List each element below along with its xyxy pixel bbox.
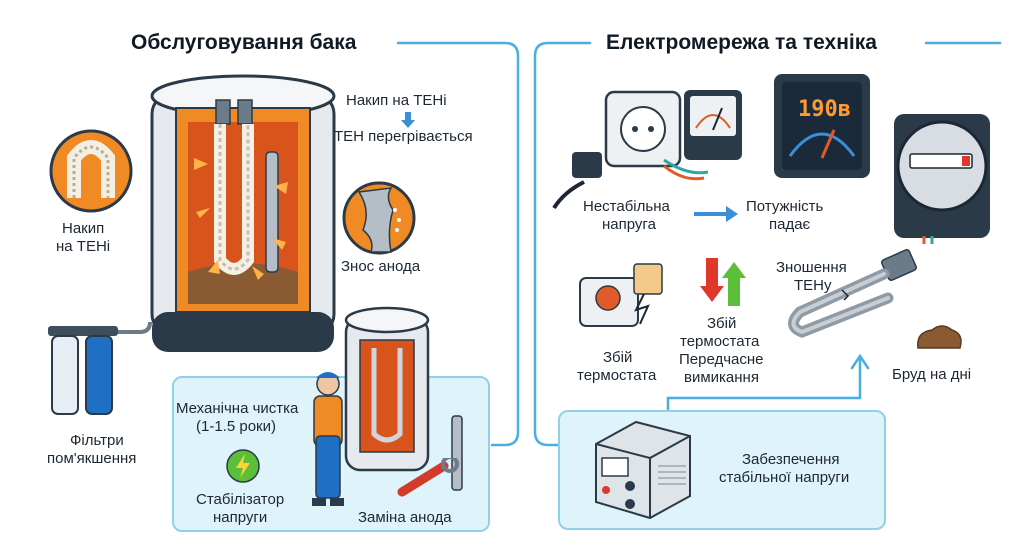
wrench-icon — [397, 458, 459, 497]
voltage-display-icon — [774, 74, 870, 178]
stabilizer-label-line2: напруги — [213, 509, 268, 526]
sediment-icon — [917, 325, 962, 349]
electric-meter-icon — [894, 114, 990, 244]
down-arrow-icon — [401, 112, 415, 128]
sediment-label: Бруд на дні — [892, 366, 972, 383]
element-overheats-label: ТЕН перегрівається — [334, 128, 473, 145]
small-boiler-illustration — [344, 306, 430, 472]
power-drops-label-line1: Потужність — [746, 198, 824, 215]
element-wear-label-line1: Зношення — [776, 259, 847, 276]
socket-and-plug-icon — [552, 90, 742, 210]
power-drops-label-line2: падає — [769, 216, 811, 233]
mechanical-cleaning-label-line1: Механічна чистка — [176, 400, 299, 417]
premature-shutdown-label-line1: Передчасне — [679, 351, 764, 368]
arrow-right-icon — [694, 206, 738, 222]
right-section-title: Електромережа та техніка — [606, 31, 877, 54]
thermostat-icon — [579, 263, 663, 327]
voltage-stabilizer-icon — [595, 420, 691, 520]
voltage-display-value: 190в — [798, 97, 851, 122]
water-filters-icon — [48, 321, 152, 415]
thermostat-fail-label-line2: термостата — [577, 367, 657, 384]
stabilizer-label-line1: Стабілізатор — [196, 491, 285, 508]
element-wear-label-line2: ТЕНу — [794, 277, 832, 294]
mechanical-cleaning-label-line2: (1-1.5 роки) — [196, 418, 276, 435]
stable-supply-label-line2: стабільної напруги — [719, 469, 850, 486]
up-down-arrows-icon — [700, 258, 746, 306]
thermostat-fail-label-line1: Збій — [603, 349, 633, 366]
stable-supply-label-line1: Забезпечення — [742, 451, 840, 468]
worn-heating-element-icon — [788, 249, 917, 338]
unstable-voltage-label-line1: Нестабільна — [583, 198, 670, 215]
anode-wear-label: Знос анода — [341, 258, 421, 275]
lightning-icon — [226, 449, 260, 483]
scale-on-element-label: Накип на ТЕНі — [346, 92, 447, 109]
filters-label-line2: пом'якшення — [47, 450, 137, 467]
unstable-voltage-label-line2: напруга — [602, 216, 656, 233]
scale-closeup-label-line1: Накип — [62, 220, 105, 237]
thermostat-fail2-label-line2: термостата — [680, 333, 760, 350]
scale-closeup-label-line2: на ТЕНі — [56, 238, 111, 255]
left-section-title: Обслуговування бака — [131, 31, 357, 54]
technician-icon — [312, 372, 344, 506]
anode-replacement-label: Заміна анода — [358, 509, 452, 526]
thermostat-fail2-label-line1: Збій — [707, 315, 737, 332]
boiler-cutaway-illustration — [150, 74, 336, 352]
filters-label-line1: Фільтри — [70, 432, 124, 449]
scale-closeup-icon — [49, 129, 133, 213]
premature-shutdown-label-line2: вимикання — [684, 369, 759, 386]
anode-wear-closeup-icon — [342, 181, 416, 255]
